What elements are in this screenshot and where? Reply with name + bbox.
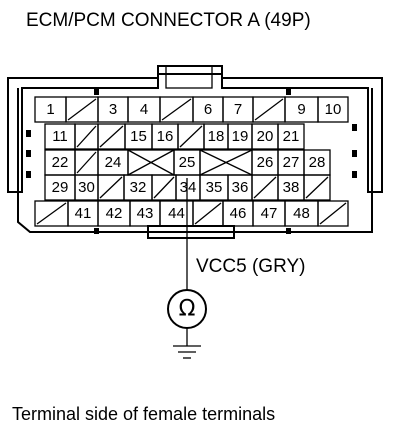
terminal-cell	[177, 123, 205, 150]
terminal-number: 32	[130, 179, 147, 196]
terminal-cell: 15	[124, 123, 153, 150]
terminal-number: 30	[78, 179, 95, 196]
terminal-number: 28	[309, 154, 326, 171]
terminal-cell: 19	[227, 123, 253, 150]
terminal-number: 4	[140, 101, 148, 118]
terminal-number: 1	[46, 101, 54, 118]
terminal-cell: 26	[251, 149, 279, 176]
terminal-cell: 35	[199, 174, 229, 201]
terminal-number: 44	[168, 205, 185, 222]
terminal-cell	[97, 123, 126, 150]
terminal-number: 9	[297, 101, 305, 118]
terminal-number: 21	[283, 128, 300, 145]
terminal-cell: 10	[317, 96, 349, 123]
terminal-number: 46	[230, 205, 247, 222]
terminal-cell: 16	[151, 123, 179, 150]
terminal-number: 22	[52, 154, 69, 171]
terminal-number: 27	[283, 154, 300, 171]
terminal-number: 48	[293, 205, 310, 222]
terminal-cell: 7	[222, 96, 254, 123]
terminal-cell: 22	[44, 149, 76, 176]
terminal-cell: 34	[175, 174, 201, 201]
terminal-cell	[159, 96, 194, 123]
terminal-cell	[97, 174, 125, 201]
terminal-number: 26	[257, 154, 274, 171]
terminal-cell	[192, 200, 224, 227]
terminal-number: 47	[261, 205, 278, 222]
terminal-number: 24	[105, 154, 122, 171]
terminal-number: 15	[130, 128, 147, 145]
terminal-cell	[199, 149, 253, 176]
terminal-cell: 30	[74, 174, 99, 201]
terminal-cell	[151, 174, 177, 201]
terminal-cell: 4	[127, 96, 161, 123]
terminal-number: 6	[204, 101, 212, 118]
terminal-cell: 21	[277, 123, 305, 150]
terminal-cell: 9	[284, 96, 319, 123]
terminal-number: 10	[325, 101, 342, 118]
terminal-cell	[303, 174, 331, 201]
terminal-cell: 32	[123, 174, 153, 201]
terminal-number: 18	[208, 128, 225, 145]
terminal-number: 29	[52, 179, 69, 196]
terminal-cell: 24	[97, 149, 129, 176]
terminal-cell: 48	[284, 200, 319, 227]
terminal-number: 41	[75, 205, 92, 222]
terminal-number: 43	[137, 205, 154, 222]
terminal-number: 20	[257, 128, 274, 145]
terminal-cell: 25	[173, 149, 201, 176]
ohmmeter-icon: Ω	[167, 289, 207, 329]
probe-label: VCC5 (GRY)	[196, 256, 305, 277]
terminal-number: 7	[234, 101, 242, 118]
terminal-cell: 20	[251, 123, 279, 150]
terminal-cell: 43	[129, 200, 161, 227]
probed-terminal-number: 34	[180, 179, 197, 196]
terminal-cell: 6	[192, 96, 224, 123]
terminal-cell	[74, 149, 99, 176]
terminal-cell: 1	[34, 96, 67, 123]
terminal-number: 38	[283, 179, 300, 196]
terminal-number: 36	[232, 179, 249, 196]
terminal-cell: 38	[277, 174, 305, 201]
terminal-cell: 29	[44, 174, 76, 201]
connector-housing	[7, 65, 383, 239]
terminal-number: 3	[109, 101, 117, 118]
terminal-cell: 46	[222, 200, 254, 227]
terminal-cell: 42	[97, 200, 131, 227]
terminal-cell: 18	[203, 123, 229, 150]
terminal-number: 19	[232, 128, 249, 145]
terminal-cell: 11	[44, 123, 76, 150]
terminal-cell	[317, 200, 349, 227]
terminal-number: 42	[106, 205, 123, 222]
terminal-number: 25	[179, 154, 196, 171]
terminal-cell: 27	[277, 149, 305, 176]
ground-icon	[173, 328, 201, 359]
ohm-symbol: Ω	[179, 297, 196, 322]
terminal-cell	[251, 174, 279, 201]
terminal-number: 35	[206, 179, 223, 196]
terminal-cell: 47	[252, 200, 286, 227]
terminal-cell	[252, 96, 286, 123]
caption: Terminal side of female terminals	[12, 404, 275, 424]
terminal-cell: 3	[97, 96, 129, 123]
terminal-number: 16	[157, 128, 174, 145]
terminal-cell: 41	[67, 200, 99, 227]
terminal-cell	[65, 96, 99, 123]
diagram-title: ECM/PCM CONNECTOR A (49P)	[26, 10, 311, 31]
terminal-cell	[127, 149, 175, 176]
terminal-cell: 44	[159, 200, 194, 227]
terminal-number: 11	[52, 128, 68, 145]
terminal-cell: 36	[227, 174, 253, 201]
terminal-cell: 28	[303, 149, 331, 176]
terminal-cell	[74, 123, 99, 150]
terminal-cell	[34, 200, 69, 227]
